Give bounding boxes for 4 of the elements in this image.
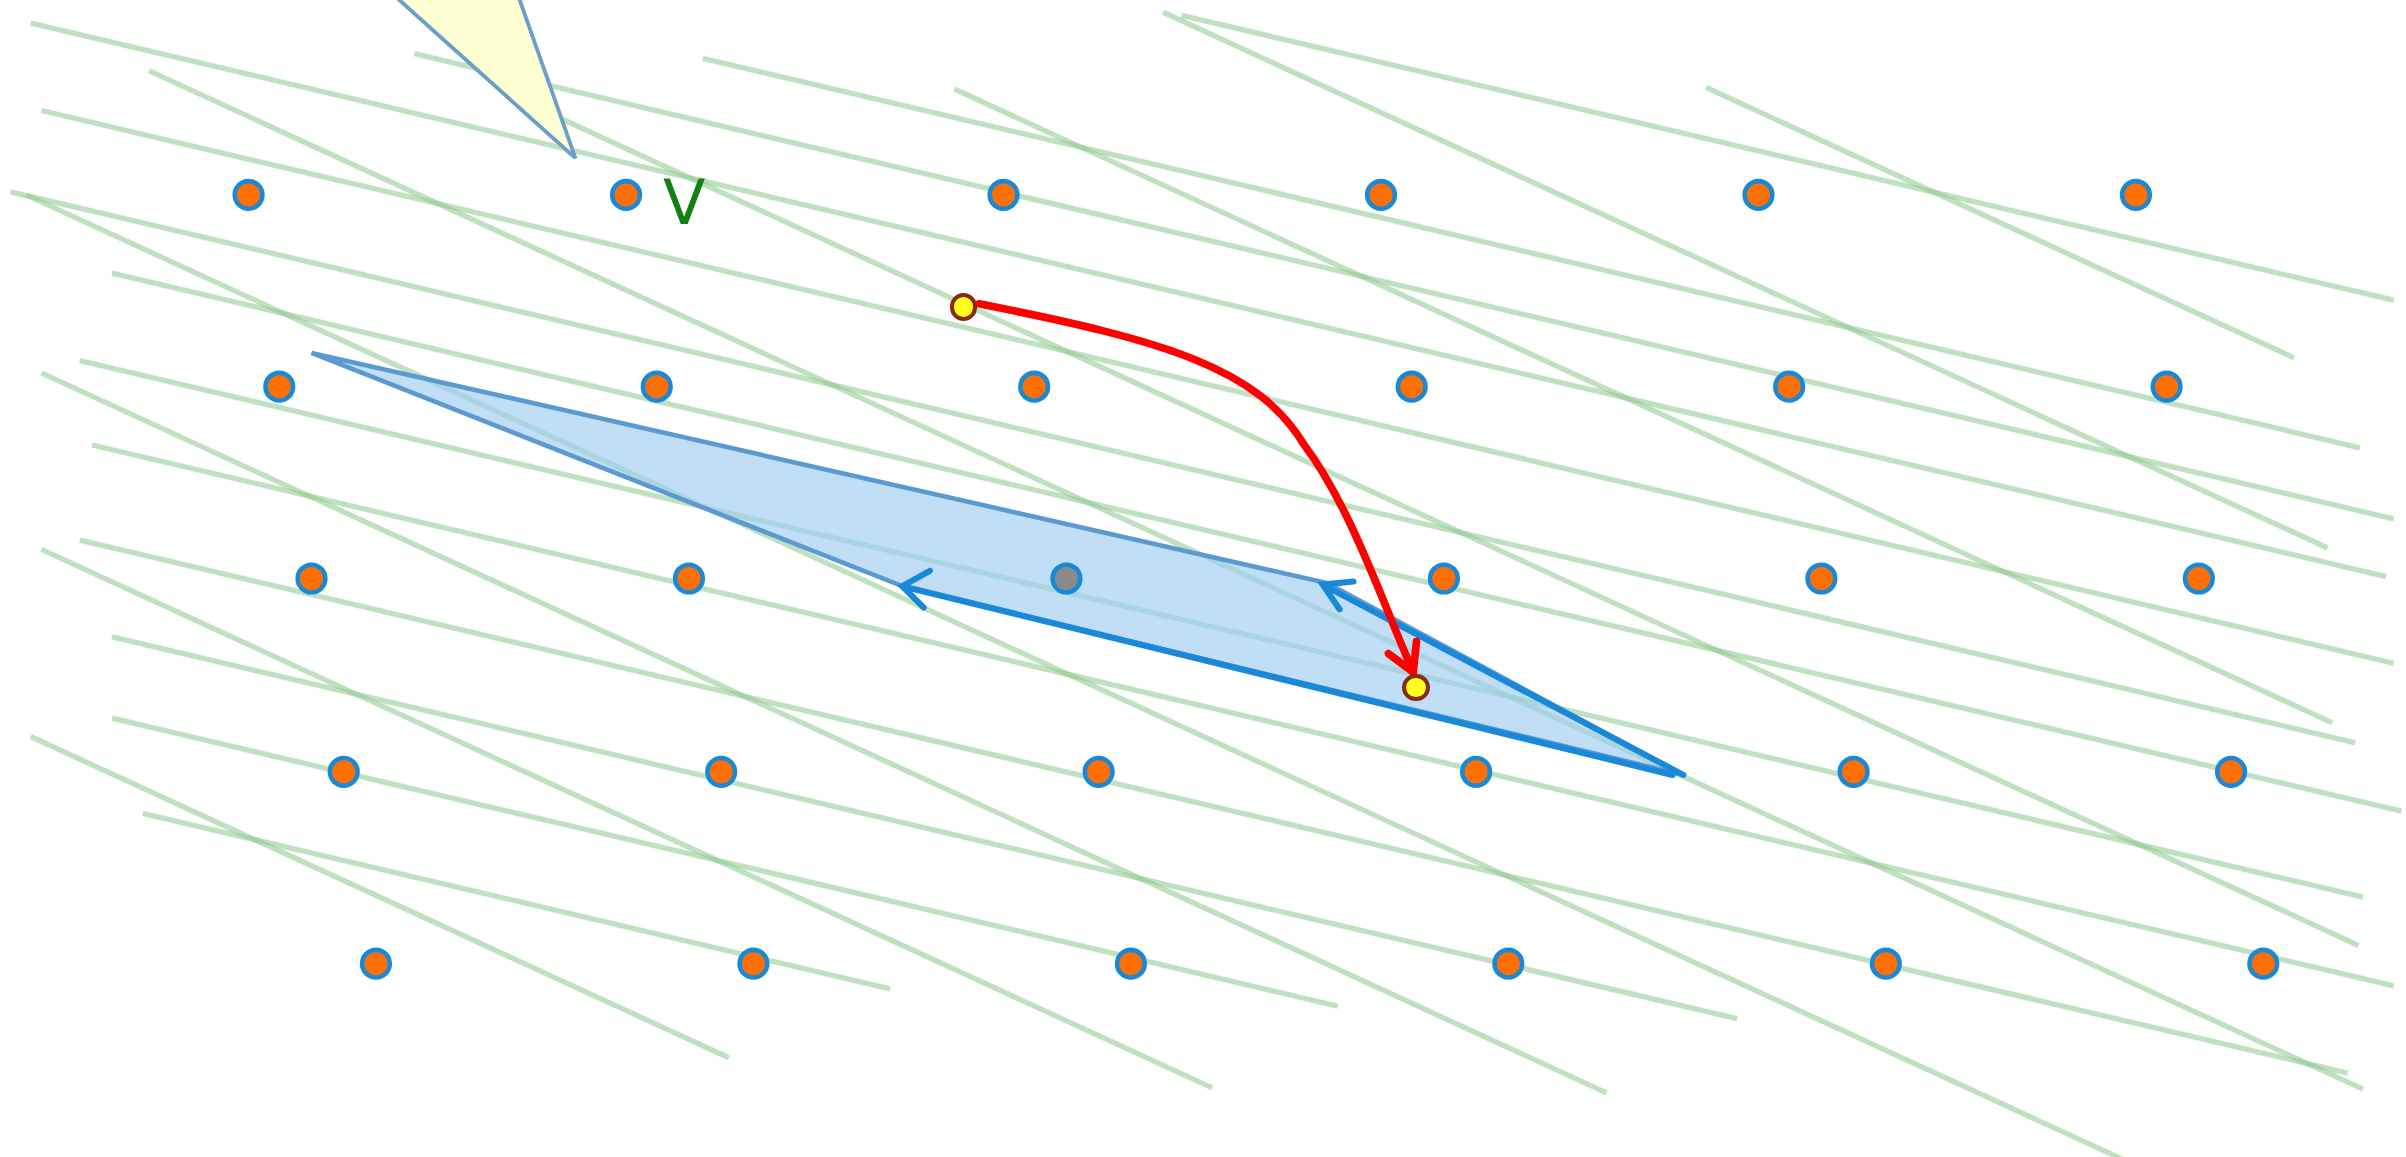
point-marker bbox=[1402, 673, 1431, 702]
curved-arrow bbox=[975, 300, 1421, 676]
point-marker bbox=[949, 293, 978, 321]
vector-label: V bbox=[662, 171, 706, 234]
